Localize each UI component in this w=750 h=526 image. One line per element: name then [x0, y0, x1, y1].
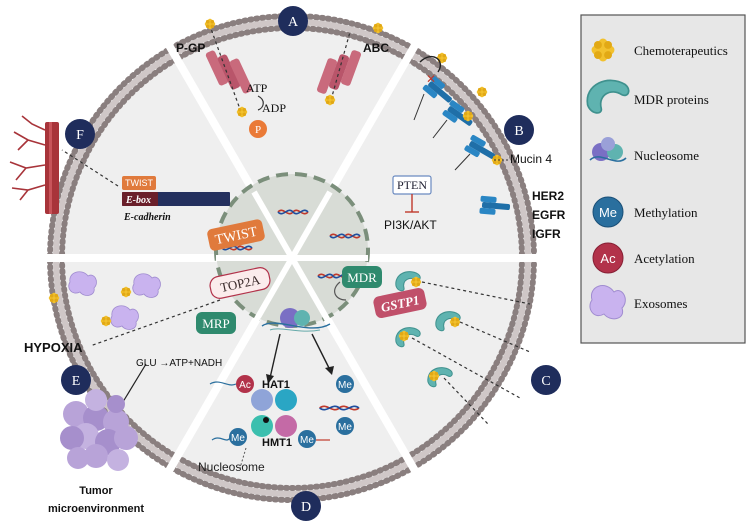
atp-label: ATP	[246, 81, 268, 95]
pgp-pump	[205, 50, 253, 94]
arrow-to-dna	[311, 333, 331, 371]
mdr-efflux-arrows	[411, 281, 531, 425]
svg-text:E-box: E-box	[125, 195, 151, 206]
receptor-link	[432, 119, 448, 139]
nucleosome-label: Nucleosome	[198, 460, 265, 474]
top2a-box: TOP2A	[209, 267, 271, 299]
methylation-icon: Me	[592, 196, 624, 228]
hat1-label: HAT1	[262, 379, 290, 391]
arrow-to-hat1	[269, 333, 281, 379]
svg-text:Me: Me	[599, 205, 617, 220]
mucin4-label: Mucin 4	[510, 152, 552, 166]
ecadherin-label: E-cadherin	[123, 212, 171, 223]
svg-text:F: F	[76, 128, 84, 143]
svg-text:Me: Me	[300, 435, 314, 446]
section-badge-c[interactable]: C	[531, 365, 561, 395]
legend-label-acetylation: Acetylation	[634, 251, 695, 266]
acetylation-icon: Ac	[592, 242, 624, 274]
svg-text:MDR: MDR	[347, 270, 377, 285]
svg-text:B: B	[514, 124, 523, 139]
chemotherapeutic-icon	[476, 86, 488, 98]
abc-label: ABC	[363, 41, 389, 55]
exosome-icon	[110, 305, 139, 330]
tumor-label-line1: Tumor	[79, 485, 113, 497]
methylation-icon: Me	[229, 428, 247, 446]
svg-text:Me: Me	[338, 380, 352, 391]
reentry-arrow	[419, 56, 441, 73]
section-badge-e[interactable]: E	[61, 365, 91, 395]
ebox-box: E-box	[122, 192, 230, 206]
svg-text:Ac: Ac	[239, 380, 251, 391]
igfr-label: IGFR	[532, 227, 561, 241]
svg-text:MRP: MRP	[202, 316, 229, 331]
arrow-head	[325, 366, 334, 375]
chemotherapeutic-icon	[436, 52, 448, 64]
exosome-icon	[68, 271, 97, 296]
acetylation-icon: Ac	[236, 375, 254, 393]
nucleosome-pointer	[239, 447, 247, 469]
nucleosome-icon	[589, 137, 627, 162]
receptor-link	[454, 153, 471, 171]
hmt1-label: HMT1	[262, 437, 292, 449]
top2a-hypoxia-link	[89, 299, 221, 347]
svg-text:TWIST: TWIST	[125, 178, 153, 188]
phosphate-icon: P	[249, 120, 267, 138]
her2-label: HER2	[532, 189, 564, 203]
methylation-icon: Me	[336, 375, 354, 393]
histone-tail	[211, 437, 231, 441]
pgp-label: P-GP	[176, 41, 205, 55]
hat1-complex	[251, 389, 297, 437]
legend: Chemoterapeutics MDR proteins Nucleosome…	[580, 14, 746, 344]
egfr-label: EGFR	[532, 208, 566, 222]
abc-pump	[316, 50, 362, 94]
legend-label-mdr-proteins: MDR proteins	[634, 92, 709, 107]
legend-label-exosomes: Exosomes	[634, 296, 687, 311]
tumor-label-line2: microenvironment	[48, 503, 144, 515]
adp-label: ADP	[262, 101, 286, 115]
svg-text:D: D	[301, 500, 311, 515]
svg-text:A: A	[288, 15, 299, 30]
histone-tail	[209, 381, 237, 386]
pi3k-label: PI3K/AKT	[384, 218, 437, 232]
methylation-icon: Me	[336, 417, 354, 435]
hypoxia-label: HYPOXIA	[24, 340, 83, 355]
exosome-icon	[589, 285, 626, 320]
blocked-x-icon: ✕	[426, 72, 436, 86]
legend-label-methylation: Methylation	[634, 205, 698, 220]
svg-text:E: E	[72, 374, 81, 389]
arrow-head	[266, 374, 274, 384]
mrp-box: MRP	[196, 312, 236, 334]
svg-text:C: C	[541, 374, 550, 389]
methylation-icon: Me	[298, 430, 316, 448]
svg-text:Ac: Ac	[600, 251, 616, 266]
nucleosome-center-icon	[261, 308, 331, 332]
legend-label-nucleosome: Nucleosome	[634, 148, 699, 163]
section-badge-f[interactable]: F	[65, 119, 95, 149]
receptor-link	[413, 93, 425, 121]
mdr-box: MDR	[342, 266, 382, 288]
exosome-icon	[132, 273, 161, 298]
section-badge-b[interactable]: B	[504, 115, 534, 145]
section-badge-a[interactable]: A	[278, 6, 308, 36]
section-badge-d[interactable]: D	[291, 491, 321, 521]
twist-small-box: TWIST	[122, 176, 156, 190]
glu-label: GLU →ATP+NADH	[136, 358, 222, 369]
gstp1-box: GSTP1	[373, 287, 427, 319]
svg-text:Me: Me	[231, 433, 245, 444]
nucleus-dividers	[216, 190, 368, 326]
twist-box: TWIST	[207, 219, 265, 251]
mdr-link	[334, 281, 347, 301]
svg-text:P: P	[255, 124, 261, 136]
blood-vessel	[9, 115, 59, 214]
tumor-cluster-icon	[60, 389, 138, 471]
f-arrow	[61, 149, 119, 187]
svg-text:Me: Me	[338, 422, 352, 433]
legend-label-chemotherapeutics: Chemoterapeutics	[634, 43, 728, 58]
atp-adp-arrow	[257, 95, 264, 111]
pten-label: PTEN	[397, 178, 427, 192]
